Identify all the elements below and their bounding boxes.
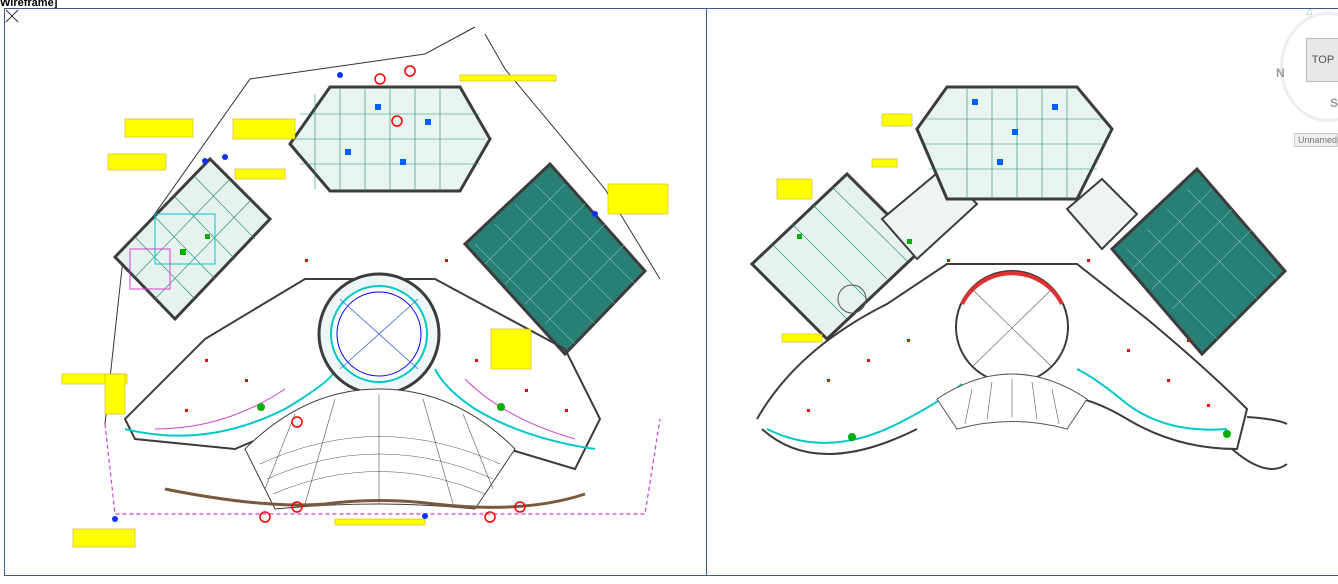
right-viewport[interactable] — [706, 8, 1338, 576]
viewcube[interactable]: ⌂ TOP N S — [1276, 4, 1338, 154]
floor-plan-left — [61, 26, 669, 548]
compass-south-label[interactable]: S — [1330, 96, 1338, 110]
floor-plan-right — [749, 85, 1288, 470]
left-viewport[interactable] — [4, 8, 707, 576]
viewcube-top-face[interactable]: TOP — [1306, 38, 1338, 82]
compass-north-label[interactable]: N — [1276, 66, 1285, 80]
home-icon[interactable]: ⌂ — [1306, 6, 1313, 18]
ucs-menu[interactable]: Unnamed — [1294, 133, 1338, 147]
ucs-icon — [5, 9, 19, 23]
viewport-label[interactable]: Wireframe] — [0, 0, 58, 9]
